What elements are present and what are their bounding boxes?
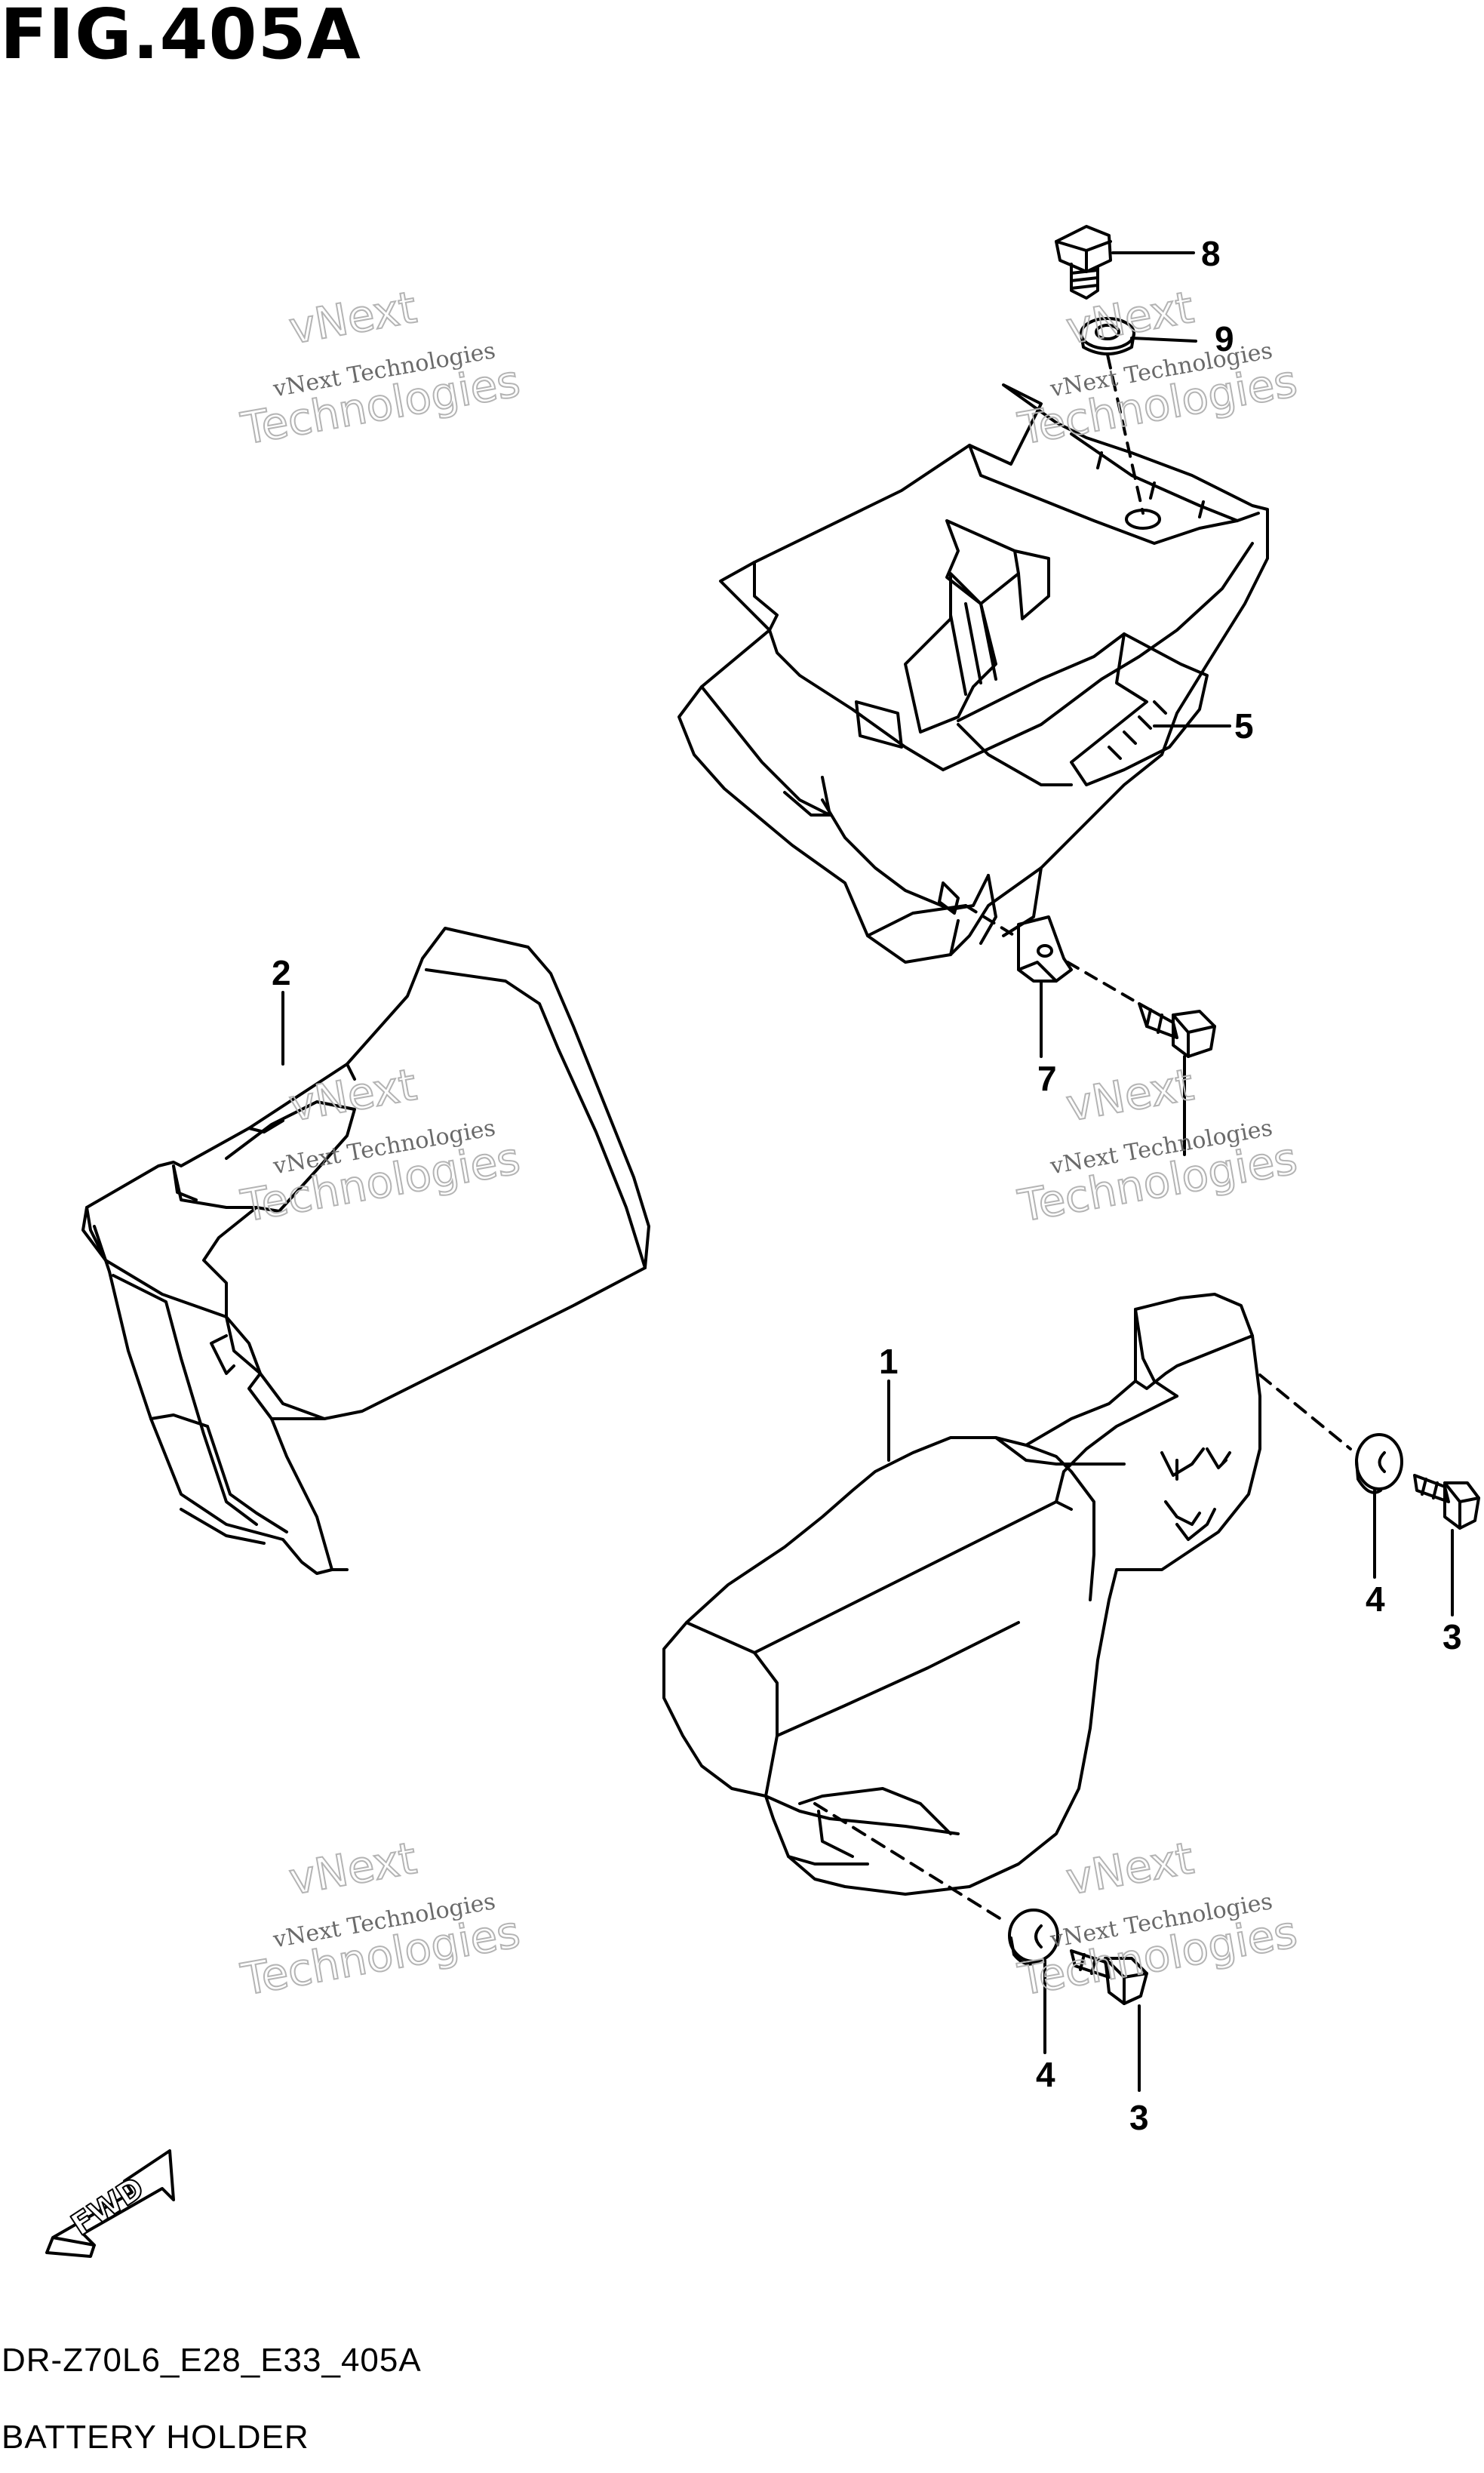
callout-7: 7 <box>1037 1059 1057 1098</box>
callout-4-lower: 4 <box>1036 2055 1055 2094</box>
watermark-bottom-left: vNext Technologies vNext Technologies <box>236 1832 524 2007</box>
part-1-holder <box>662 1293 1261 1896</box>
callout-2: 2 <box>272 953 291 992</box>
callout-4-upper: 4 <box>1366 1579 1385 1619</box>
watermark-middle-left: vNext Technologies vNext Technologies <box>236 1058 524 1233</box>
diagram-code: DR-Z70L6_E28_E33_405A <box>2 2342 422 2379</box>
callout-8: 8 <box>1201 234 1221 273</box>
part-4-washer-upper <box>1258 1373 1403 1579</box>
figure-title: FIG.405A <box>0 0 361 75</box>
svg-text:vNext: vNext <box>285 1059 420 1131</box>
svg-text:vNext: vNext <box>285 281 420 354</box>
svg-text:vNext: vNext <box>1062 281 1197 354</box>
svg-text:vNext: vNext <box>285 1832 420 1905</box>
watermark-top-left: vNext Technologies vNext Technologies <box>236 281 524 456</box>
fwd-label: FWD <box>66 2170 151 2243</box>
part-3-bolt-upper <box>1413 1474 1480 1616</box>
diagram-caption: BATTERY HOLDER <box>2 2419 309 2456</box>
callout-3-lower: 3 <box>1129 2098 1149 2137</box>
part-7-clip-nut <box>964 904 1141 1058</box>
watermark-top-right: vNext Technologies vNext Technologies <box>1013 281 1301 456</box>
callout-labels: 8 9 5 7 2 1 4 3 4 3 <box>272 234 1462 2137</box>
callout-3-upper: 3 <box>1443 1617 1462 1656</box>
callout-1: 1 <box>879 1342 899 1381</box>
part-8-bolt <box>1055 225 1195 300</box>
svg-text:vNext: vNext <box>1062 1059 1197 1131</box>
part-4-washer-lower <box>813 1802 1059 2054</box>
callout-5: 5 <box>1234 706 1254 746</box>
part-bolt-small <box>1138 1002 1216 1156</box>
part-5-battery-tray <box>677 383 1269 964</box>
callout-9: 9 <box>1215 319 1234 358</box>
part-3-bolt-lower <box>1070 1949 1148 2092</box>
part-9-grommet <box>1080 317 1197 515</box>
svg-text:vNext: vNext <box>1062 1832 1197 1905</box>
part-2-cover <box>81 927 650 1575</box>
fwd-arrow-icon: FWD <box>45 2149 175 2258</box>
